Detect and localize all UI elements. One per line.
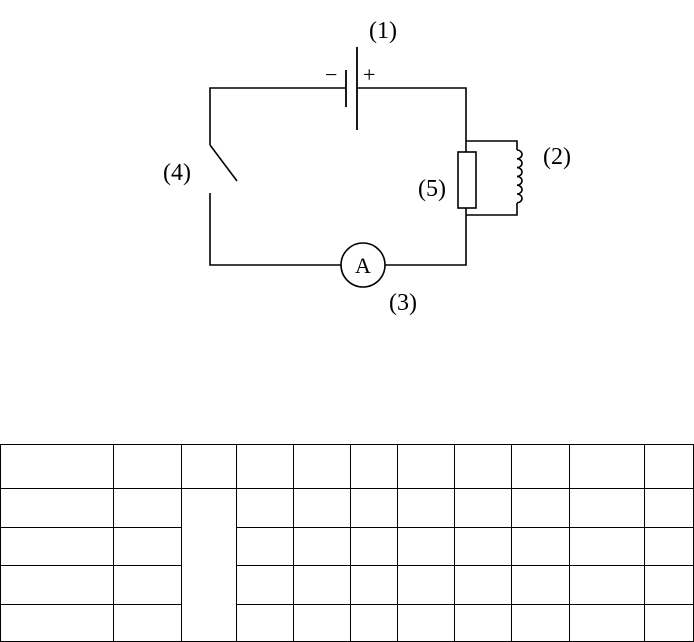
label-ammeter: (3)	[389, 290, 417, 316]
wire-top-left	[209, 87, 346, 145]
label-switch: (4)	[163, 160, 191, 186]
wire-parallel-bottom	[466, 203, 518, 216]
battery-symbol	[345, 47, 358, 130]
wire-bottom-right	[385, 208, 467, 266]
switch-blade	[209, 144, 238, 182]
battery-negative-sign: −	[325, 62, 337, 87]
ammeter-symbol: A	[355, 253, 371, 278]
wires	[209, 87, 518, 266]
ammeter-circle	[340, 242, 386, 288]
wire-top-right	[357, 87, 467, 150]
inductor-coil	[516, 149, 523, 204]
battery-positive-sign: +	[363, 62, 375, 87]
label-battery: (1)	[369, 18, 397, 44]
wire-parallel-top	[466, 140, 518, 150]
wire-bottom-left	[209, 193, 341, 266]
empty-table-grid	[0, 444, 694, 642]
table-border	[0, 444, 694, 642]
resistor-symbol	[457, 151, 477, 209]
circuit-diagram: − + (1) (4) (5) (2) A (3)	[163, 18, 571, 316]
label-inductor: (2)	[543, 144, 571, 170]
label-resistor: (5)	[418, 176, 446, 202]
